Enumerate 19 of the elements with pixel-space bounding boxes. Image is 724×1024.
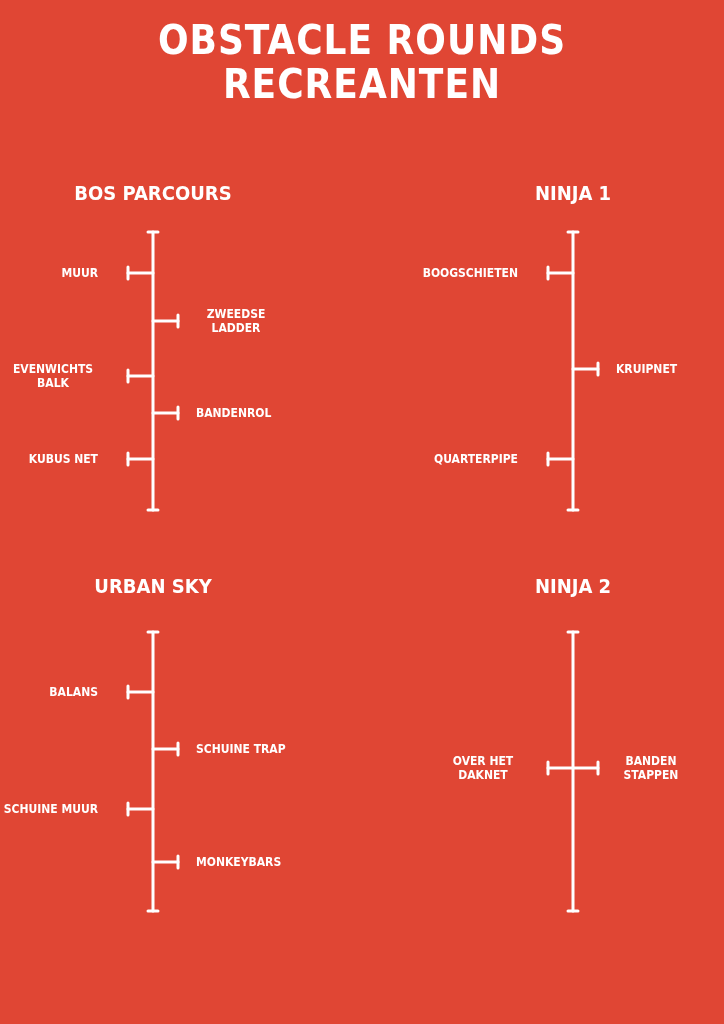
section-heading: BOS PARCOURS: [74, 181, 232, 205]
obstacle-label: SCHUINE TRAP: [196, 742, 286, 756]
obstacle-label: QUARTERPIPE: [434, 452, 518, 466]
section-heading: URBAN SKY: [94, 574, 212, 598]
obstacle-label: EVENWICHTS BALK: [11, 362, 95, 390]
obstacle-label: ZWEEDSE LADDER: [205, 307, 267, 335]
obstacle-label: BOOGSCHIETEN: [422, 266, 518, 280]
obstacle-label: MONKEYBARS: [196, 855, 282, 869]
obstacle-label: KUBUS NET: [28, 452, 98, 466]
section-heading: NINJA 2: [534, 574, 612, 598]
section-heading: NINJA 1: [534, 181, 612, 205]
obstacle-label: BANDEN STAPPEN: [622, 754, 680, 782]
obstacle-label: KRUIPNET: [616, 362, 678, 376]
obstacle-label: OVER HET DAKNET: [451, 754, 515, 782]
title: OBSTACLE ROUNDS RECREANTEN: [156, 18, 568, 106]
obstacle-label: BANDENROL: [196, 406, 272, 420]
obstacle-label: SCHUINE MUUR: [3, 802, 98, 816]
obstacle-label: MUUR: [61, 266, 98, 280]
obstacle-label: BALANS: [49, 685, 98, 699]
